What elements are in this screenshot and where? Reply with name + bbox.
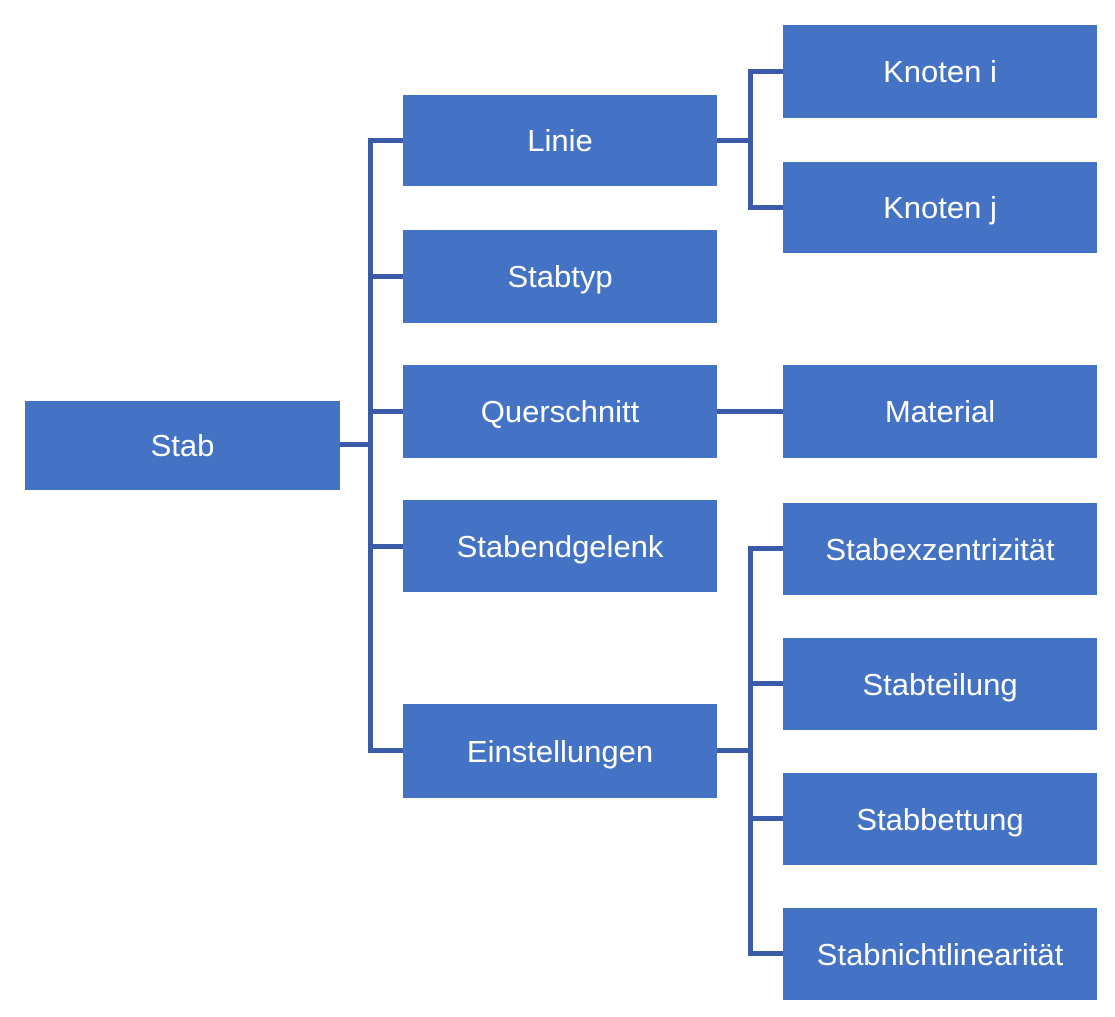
connector-bus-to-stabbettung (748, 816, 783, 821)
connector-bus-to-stabendgelenk (368, 544, 403, 549)
node-stabnichtlinearitaet: Stabnichtlinearität (783, 908, 1097, 1000)
connector-level2-bus (368, 138, 373, 753)
node-stab: Stab (25, 401, 340, 490)
connector-bus-to-knoten-i (748, 69, 783, 74)
connector-einstellungen-to-bus (717, 748, 750, 753)
node-knoten-j: Knoten j (783, 162, 1097, 253)
connector-bus-to-einstellungen (368, 748, 403, 753)
connector-bus-to-querschnitt (368, 409, 403, 414)
connector-bus-to-stabteilung (748, 681, 783, 686)
node-material: Material (783, 365, 1097, 458)
node-stabteilung: Stabteilung (783, 638, 1097, 730)
node-stabendgelenk: Stabendgelenk (403, 500, 717, 592)
node-querschnitt: Querschnitt (403, 365, 717, 458)
node-linie: Linie (403, 95, 717, 186)
connector-einstellungen-children-bus (748, 546, 753, 956)
connector-querschnitt-to-material (717, 409, 783, 414)
connector-linie-to-bus (717, 138, 750, 143)
node-stabbettung: Stabbettung (783, 773, 1097, 865)
node-einstellungen: Einstellungen (403, 704, 717, 798)
connector-bus-to-stabnichtlinearitaet (748, 951, 783, 956)
node-knoten-i: Knoten i (783, 25, 1097, 118)
connector-stab-to-bus (340, 442, 373, 447)
connector-bus-to-knoten-j (748, 205, 783, 210)
node-stabexzentrizitaet: Stabexzentrizität (783, 503, 1097, 595)
connector-linie-children-bus (748, 69, 753, 210)
connector-bus-to-linie (368, 138, 403, 143)
connector-bus-to-stabtyp (368, 274, 403, 279)
node-stabtyp: Stabtyp (403, 230, 717, 323)
connector-bus-to-stabexzentrizitaet (748, 546, 783, 551)
